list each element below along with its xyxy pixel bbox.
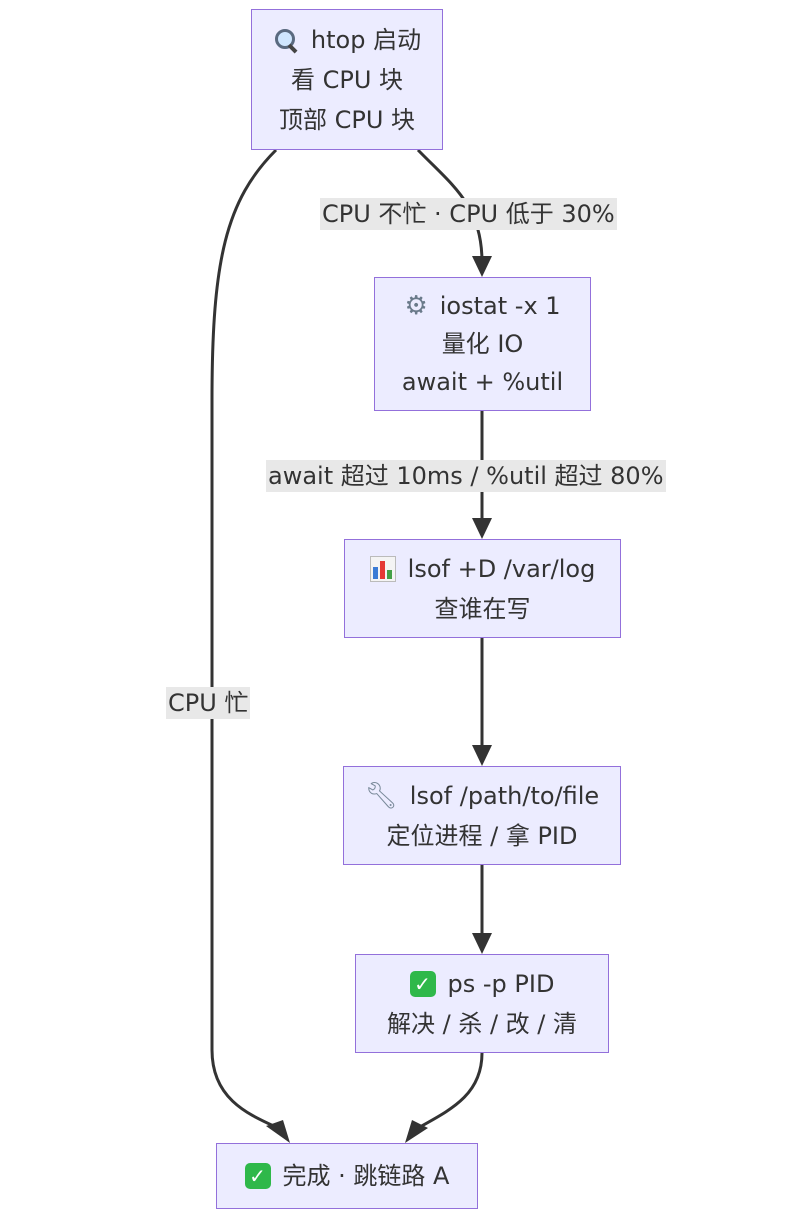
arrowhead-done-right [405, 1120, 428, 1143]
bar-chart-icon [369, 555, 396, 582]
edge-htop-to-iostat [416, 148, 484, 263]
node-lsof-dir-line-2: 查谁在写 [434, 594, 531, 623]
node-lsof-file: 🔧︎ lsof /path/to/file 定位进程 / 拿 PID [343, 766, 621, 865]
node-ps: ✓ ps -p PID 解决 / 杀 / 改 / 清 [355, 954, 609, 1053]
wrench-icon: 🔧︎ [364, 780, 398, 811]
node-htop-line-2: 看 CPU 块 [290, 65, 404, 94]
node-done: ✓ 完成 · 跳链路 A [216, 1143, 478, 1209]
check-mark-icon: ✓ [409, 970, 436, 997]
node-iostat-line-2: 量化 IO [441, 330, 524, 358]
edge-htop-to-done [210, 148, 279, 1130]
node-iostat-line-3: await + %util [401, 368, 564, 396]
node-done-line-1: 完成 · 跳链路 A [282, 1162, 450, 1190]
node-lsof-file-line-1: lsof /path/to/file [409, 781, 600, 810]
arrowhead-iostat [472, 256, 492, 277]
edge-label-cpu-busy: CPU 忙 [166, 687, 251, 719]
node-ps-line-1: ps -p PID [447, 969, 555, 998]
arrowhead-done-left [266, 1120, 290, 1143]
node-lsof-dir: lsof +D /var/log 查谁在写 [344, 539, 621, 638]
node-htop-line-3: 顶部 CPU 块 [278, 105, 416, 134]
arrowhead-lsof-file [472, 745, 492, 766]
edge-ps-to-done [417, 1052, 484, 1130]
node-ps-line-2: 解决 / 杀 / 改 / 清 [386, 1009, 578, 1038]
node-htop-start: htop 启动 看 CPU 块 顶部 CPU 块 [251, 9, 443, 150]
arrowhead-ps [472, 933, 492, 954]
magnifying-glass-icon [273, 27, 299, 53]
arrowhead-lsof-dir [472, 518, 492, 539]
edge-label-io-threshold: await 超过 10ms / %util 超过 80% [266, 460, 666, 492]
node-lsof-dir-line-1: lsof +D /var/log [407, 554, 596, 583]
node-lsof-file-line-2: 定位进程 / 拿 PID [386, 821, 578, 850]
node-iostat: ⚙ iostat -x 1 量化 IO await + %util [374, 277, 591, 411]
edge-label-cpu-not-busy: CPU 不忙 · CPU 低于 30% [320, 198, 617, 230]
check-mark-icon: ✓ [244, 1163, 271, 1189]
node-htop-line-1: htop 启动 [310, 25, 422, 54]
gear-icon: ⚙ [404, 291, 428, 321]
node-iostat-line-1: iostat -x 1 [439, 292, 561, 320]
